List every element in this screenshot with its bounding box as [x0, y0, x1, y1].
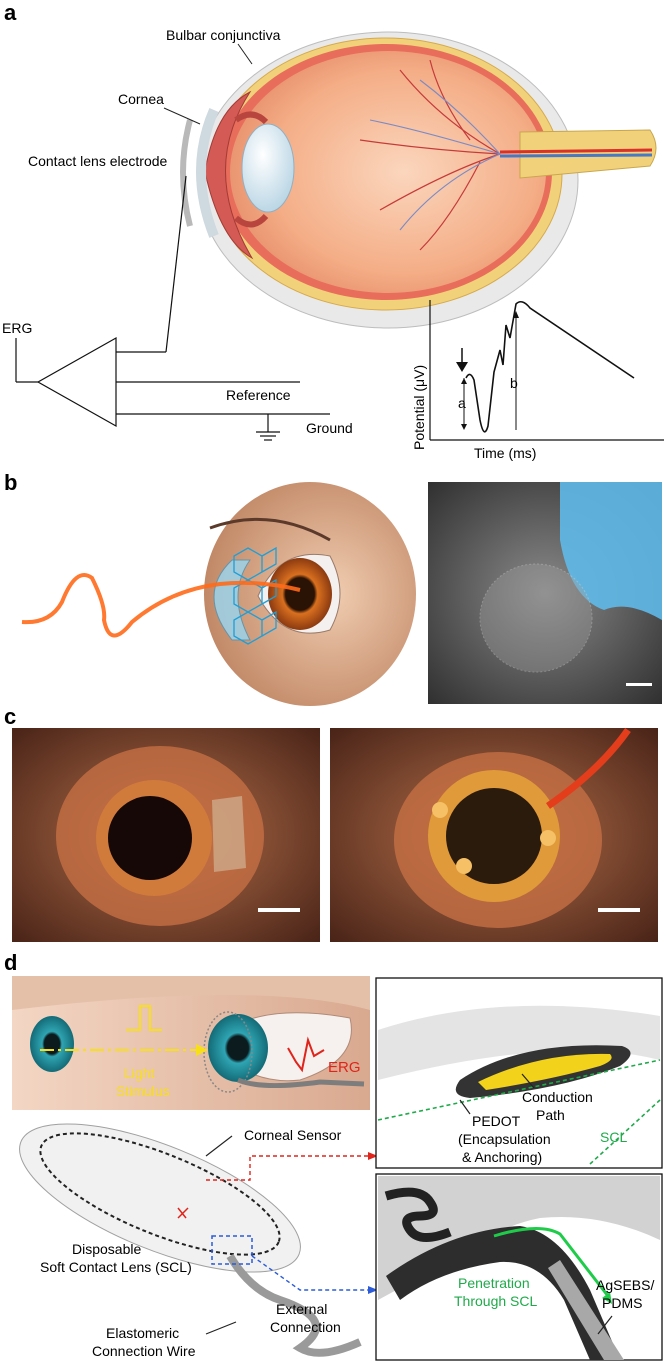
label-external-line1: External [276, 1301, 327, 1317]
panel-d: d Light Stimulus ERG Corneal Sensor [4, 950, 663, 1361]
label-scl-green: SCL [600, 1129, 627, 1145]
contact-lens-sensor-schematic [19, 1123, 362, 1357]
panel-letter-d: d [4, 950, 17, 975]
label-penetration-line1: Penetration [458, 1275, 530, 1291]
scale-bar-c-left [258, 908, 300, 912]
label-agsebs-line1: AgSEBS/ [596, 1277, 654, 1293]
label-ground: Ground [306, 420, 353, 436]
waveform-y-axis-label: Potential (μV) [411, 365, 427, 450]
label-erg: ERG [2, 320, 32, 336]
panel-c: c [4, 704, 658, 942]
label-pedot-line2: (Encapsulation [458, 1131, 551, 1147]
label-disposable-line1: Disposable [72, 1241, 141, 1257]
panel-letter-a: a [4, 0, 17, 25]
waveform-trace [465, 300, 635, 433]
panel-letter-b: b [4, 470, 17, 495]
label-elastomeric-line2: Connection Wire [92, 1343, 196, 1359]
label-pedot-line3: & Anchoring) [462, 1149, 542, 1165]
label-elastomeric-line1: Elastomeric [106, 1325, 179, 1341]
label-erg-red: ERG [328, 1059, 361, 1076]
label-cornea: Cornea [118, 91, 164, 107]
label-contact-lens-electrode: Contact lens electrode [28, 153, 168, 169]
label-disposable-line2: Soft Contact Lens (SCL) [40, 1259, 192, 1275]
panel-a: a [2, 0, 664, 461]
erg-waveform-plot: Potential (μV) Time (ms) a b [411, 300, 664, 461]
light-wave-curve [21, 573, 301, 638]
label-pedot-line1: PEDOT [472, 1113, 521, 1129]
label-conduction-line2: Path [536, 1107, 565, 1123]
panel-b: b [4, 470, 662, 706]
waveform-marker-b: b [510, 375, 518, 391]
erg-amplifier-circuit [15, 175, 330, 441]
label-bulbar-conjunctiva: Bulbar conjunctiva [166, 27, 281, 43]
label-reference: Reference [226, 387, 291, 403]
label-light-stimulus-line1: Light [124, 1065, 154, 1081]
scale-bar-b [626, 683, 652, 686]
label-agsebs-line2: PDMS [602, 1295, 642, 1311]
label-penetration-line2: Through SCL [454, 1293, 537, 1309]
label-corneal-sensor: Corneal Sensor [244, 1127, 342, 1143]
panel-letter-c: c [4, 704, 16, 729]
eye-cross-section-illustration [180, 31, 657, 329]
waveform-marker-a: a [458, 395, 466, 411]
waveform-x-axis-label: Time (ms) [474, 445, 536, 461]
scale-bar-c-right [598, 908, 640, 912]
label-light-stimulus-line2: Stimulus [116, 1083, 170, 1099]
label-external-line2: Connection [270, 1319, 341, 1335]
eye-with-graphene-lens-illustration [21, 482, 416, 706]
label-conduction-line1: Conduction [522, 1089, 593, 1105]
